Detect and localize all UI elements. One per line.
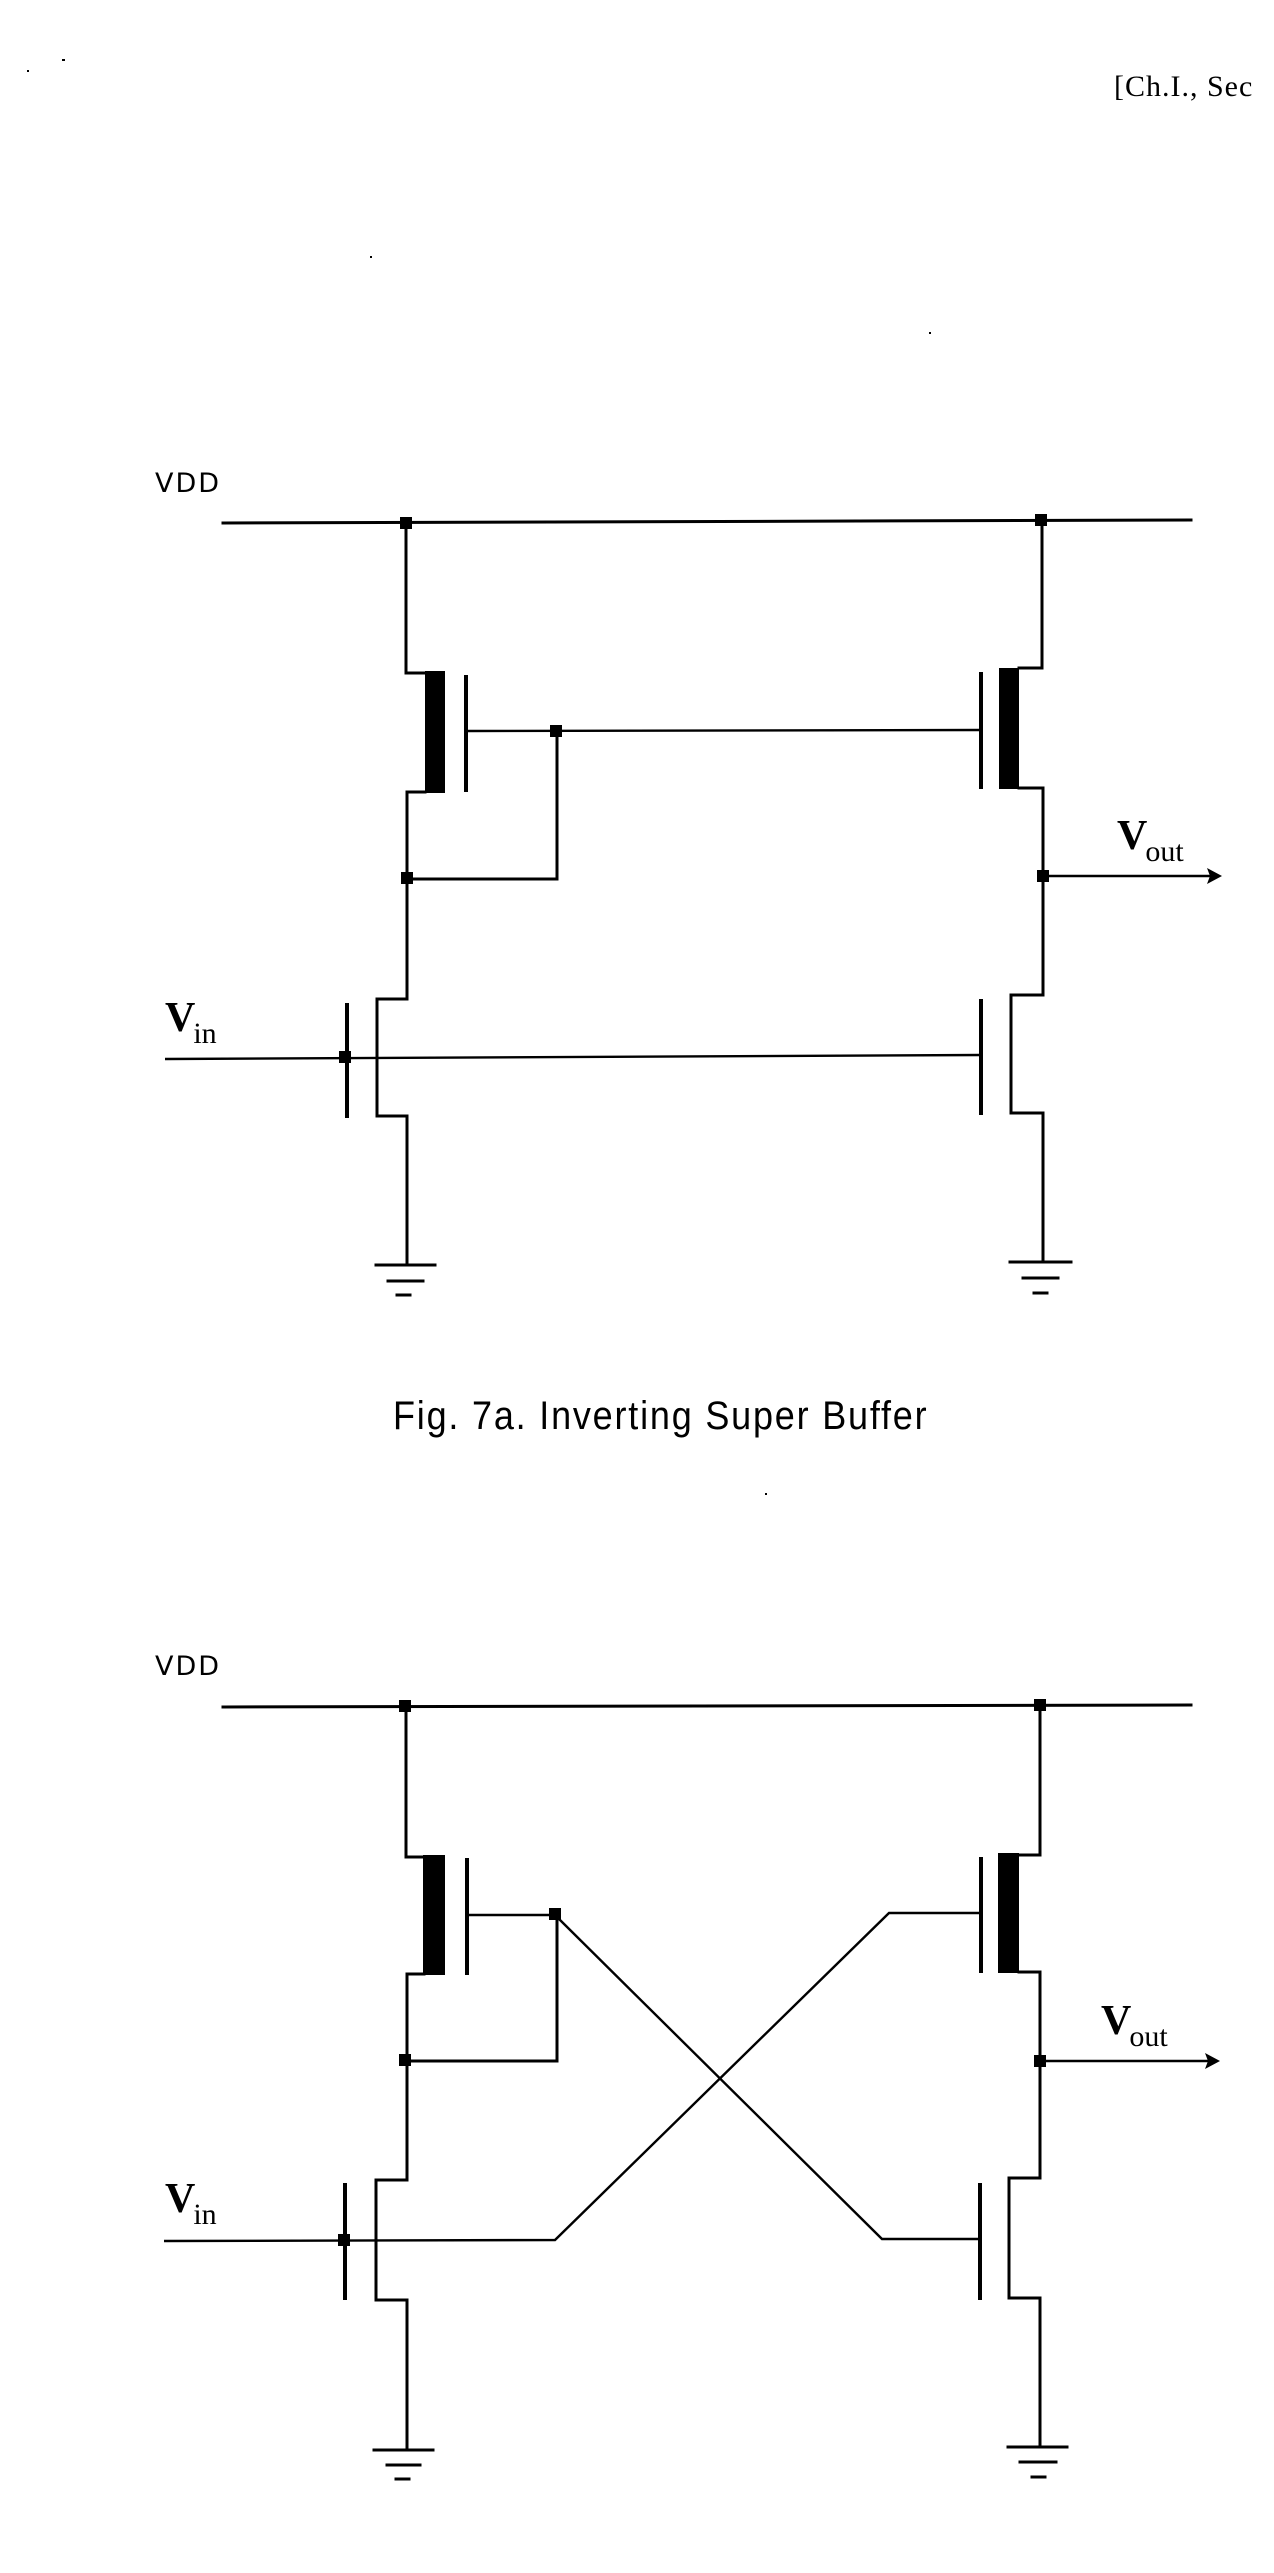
fig7b-right-enhancement-transistor (978, 2176, 1042, 2449)
fig7b-vin-cross-wire (163, 1911, 981, 2243)
fig7b-right-depletion-transistor (979, 1703, 1042, 2180)
fig7b-left-depletion-transistor (404, 1704, 469, 2182)
fig7a-vin-main: V (165, 995, 196, 1041)
fig7a-circuit (164, 514, 1222, 1297)
fig7b-vout-arrow-icon (1205, 2053, 1220, 2069)
fig7a-junction-dot (1037, 870, 1049, 882)
fig7a-vout-label: Vout (1117, 812, 1184, 869)
fig7b-junction-dot (1034, 1699, 1046, 1711)
fig7a-vdd-rail (221, 518, 1193, 525)
fig7a-left-enhancement-transistor (345, 997, 409, 1267)
fig7b-junction-dot (399, 2054, 411, 2066)
fig7b-junction-dot (1034, 2055, 1046, 2067)
fig7b-vin-label: Vin (165, 2175, 217, 2232)
fig7b-vdd-rail (221, 1703, 1193, 1709)
fig7a-junction-dot (339, 1051, 351, 1063)
fig7b-left-depletion-channel (423, 1855, 445, 1975)
fig7b-junction-dot (549, 1908, 561, 1920)
fig7a-load-gate-wire (467, 728, 982, 733)
fig7a-feedback-wire (405, 729, 559, 881)
fig7b-circuit (163, 1699, 1220, 2481)
fig7b-vin-main: V (165, 2176, 196, 2222)
fig7a-vout-main: V (1117, 813, 1148, 859)
fig7a-caption: Fig. 7a. Inverting Super Buffer (393, 1394, 929, 1438)
fig7a-vin-wire (164, 1053, 982, 1061)
fig7a-right-depletion-transistor (979, 518, 1045, 997)
running-header: [Ch.I., Sec (1114, 70, 1254, 103)
fig7a-junction-dot (401, 872, 413, 884)
fig7a-vout-sub: out (1145, 835, 1184, 868)
fig7b-feedback-wire (405, 1913, 559, 2063)
fig7b-load-cross-wire (556, 1916, 979, 2241)
fig7b-vin-sub: in (193, 2198, 217, 2231)
fig7a-junction-dot (1035, 514, 1047, 526)
fig7b-vout-main: V (1101, 1998, 1132, 2044)
fig7b-vout-sub: out (1129, 2020, 1168, 2053)
fig7a-vout-arrow-icon (1207, 868, 1222, 884)
fig7a-vin-label: Vin (165, 994, 217, 1051)
fig7a-left-depletion-channel (425, 671, 445, 793)
fig7b-right-depletion-channel (998, 1853, 1019, 1973)
fig7a-right-depletion-channel (999, 668, 1019, 789)
fig7a-right-ground-icon (1008, 1260, 1073, 1295)
fig7a-vin-sub: in (193, 1017, 217, 1050)
fig7a-right-enhancement-transistor (979, 993, 1045, 1264)
fig7b-junction-dot (338, 2234, 350, 2246)
fig7b-vout-label: Vout (1101, 1997, 1168, 2054)
fig7b-junction-dot (399, 1700, 411, 1712)
fig7a-junction-dot (550, 725, 562, 737)
fig7b-vdd-label: VDD (155, 1651, 222, 1682)
fig7b-right-ground-icon (1006, 2445, 1069, 2479)
scan-specks (27, 59, 931, 1495)
fig7a-left-depletion-transistor (404, 521, 468, 1001)
fig7a-left-ground-icon (374, 1263, 437, 1297)
fig7a-junction-dot (400, 517, 412, 529)
fig7b-left-ground-icon (372, 2448, 435, 2481)
fig7a-vdd-label: VDD (155, 468, 222, 499)
fig7b-left-enhancement-transistor (343, 2178, 409, 2452)
